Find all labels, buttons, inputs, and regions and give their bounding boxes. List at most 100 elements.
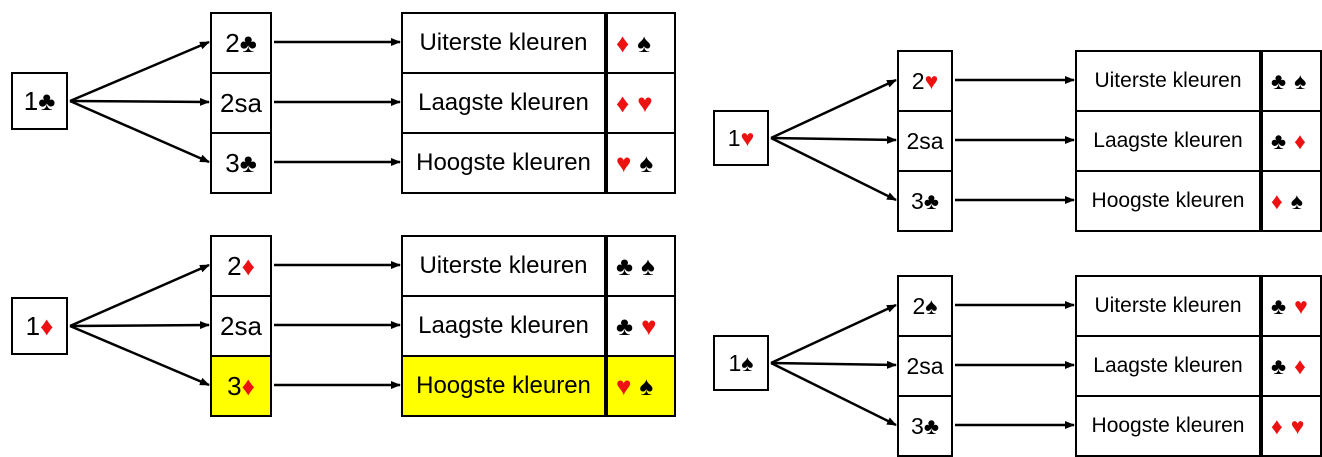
meaning-label: Laagste kleuren	[401, 72, 606, 134]
opening-bid-level: 1	[727, 124, 741, 151]
response-bid-spades-2: 3♣	[897, 395, 953, 457]
club-icon: ♣	[1271, 127, 1287, 154]
club-icon: ♣	[923, 187, 939, 214]
heart-icon: ♥	[637, 88, 653, 118]
response-bid-level: 2	[225, 27, 240, 58]
response-bid-hearts-0: 2♥	[897, 50, 953, 112]
arrow-opening-to-bid	[69, 99, 210, 164]
diamond-icon: ♦	[1294, 352, 1306, 379]
club-icon: ♣	[239, 28, 257, 58]
arrow-opening-to-bid	[770, 360, 897, 369]
heart-icon: ♥	[641, 311, 657, 341]
meaning-label: Hoogste kleuren	[1075, 170, 1261, 232]
response-bid-level: 2sa	[906, 127, 944, 154]
club-icon: ♣	[1271, 352, 1287, 379]
meaning-label: Laagste kleuren	[1075, 335, 1261, 397]
arrow-opening-to-bid	[69, 97, 210, 106]
heart-icon: ♥	[924, 67, 939, 94]
club-icon: ♣	[1271, 292, 1287, 319]
spade-icon: ♠	[639, 371, 654, 401]
meaning-label: Uiterste kleuren	[1075, 275, 1261, 337]
response-bid-level: 2sa	[220, 87, 262, 118]
response-bid-hearts-2: 3♣	[897, 170, 953, 232]
arrow-opening-to-bid	[69, 263, 210, 328]
club-icon: ♣	[239, 148, 257, 178]
response-bid-level: 2sa	[906, 352, 944, 379]
arrow-opening-to-bid	[770, 136, 897, 202]
meaning-label: Hoogste kleuren	[401, 355, 606, 417]
response-bid-diamonds-2: 3♦	[210, 355, 272, 417]
opening-bid-level: 1	[728, 349, 742, 376]
response-bid-clubs-2: 3♣	[210, 132, 272, 194]
response-bid-diamonds-1: 2sa	[210, 295, 272, 357]
club-icon: ♣	[1271, 67, 1287, 94]
arrow-opening-to-bid	[69, 40, 210, 103]
diamond-icon: ♦	[616, 28, 630, 58]
shown-suits: ♣♥	[1261, 275, 1322, 337]
spade-icon: ♠	[637, 28, 652, 58]
response-bid-level: 2sa	[220, 310, 262, 341]
shown-suits: ♦♥	[1261, 395, 1322, 457]
diamond-icon: ♦	[1294, 127, 1306, 154]
response-bid-diamonds-0: 2♦	[210, 235, 272, 297]
response-bid-level: 2	[227, 250, 242, 281]
meaning-label: Uiterste kleuren	[401, 235, 606, 297]
shown-suits: ♥♠	[606, 132, 676, 194]
club-icon: ♣	[616, 251, 634, 281]
arrow-opening-to-bid	[770, 361, 897, 427]
diamond-icon: ♦	[241, 371, 255, 401]
club-icon: ♣	[923, 412, 939, 439]
response-bid-clubs-0: 2♣	[210, 12, 272, 74]
response-bid-level: 2	[911, 67, 925, 94]
opening-bid-spades: 1♠	[713, 335, 769, 391]
spade-icon: ♠	[1294, 67, 1307, 94]
spade-icon: ♠	[1290, 187, 1303, 214]
heart-icon: ♥	[616, 148, 632, 178]
shown-suits: ♣♠	[1261, 50, 1322, 112]
opening-bid-clubs: 1♣	[11, 72, 68, 130]
spade-icon: ♠	[925, 292, 938, 319]
meaning-label: Laagste kleuren	[401, 295, 606, 357]
opening-bid-diamonds: 1♦	[11, 297, 68, 355]
diamond-icon: ♦	[40, 311, 54, 341]
shown-suits: ♣♦	[1261, 335, 1322, 397]
response-bid-level: 3	[911, 412, 924, 439]
opening-bid-hearts: 1♥	[713, 110, 769, 166]
response-bid-hearts-1: 2sa	[897, 110, 953, 172]
heart-icon: ♥	[616, 371, 632, 401]
shown-suits: ♣♦	[1261, 110, 1322, 172]
shown-suits: ♥♠	[606, 355, 676, 417]
shown-suits: ♣♥	[606, 295, 676, 357]
arrow-opening-to-bid	[770, 303, 897, 365]
response-bid-level: 3	[225, 147, 240, 178]
arrow-opening-to-bid	[770, 135, 897, 144]
response-bid-spades-1: 2sa	[897, 335, 953, 397]
heart-icon: ♥	[1294, 292, 1308, 319]
shown-suits: ♦♠	[1261, 170, 1322, 232]
response-bid-level: 3	[911, 187, 924, 214]
meaning-label: Uiterste kleuren	[1075, 50, 1261, 112]
response-bid-level: 3	[227, 370, 242, 401]
meaning-label: Uiterste kleuren	[401, 12, 606, 74]
diamond-icon: ♦	[1271, 187, 1283, 214]
club-icon: ♣	[616, 311, 634, 341]
shown-suits: ♣♠	[606, 235, 676, 297]
opening-bid-level: 1	[25, 310, 41, 341]
response-bid-spades-0: 2♠	[897, 275, 953, 337]
response-bid-clubs-1: 2sa	[210, 72, 272, 134]
spade-icon: ♠	[741, 349, 754, 376]
shown-suits: ♦♥	[606, 72, 676, 134]
spade-icon: ♠	[639, 148, 654, 178]
heart-icon: ♥	[1290, 412, 1305, 439]
arrow-opening-to-bid	[770, 78, 897, 140]
arrow-opening-to-bid	[69, 321, 210, 330]
response-bid-level: 2	[912, 292, 926, 319]
arrow-opening-to-bid	[69, 324, 210, 387]
diamond-icon: ♦	[241, 251, 255, 281]
club-icon: ♣	[38, 86, 56, 116]
spade-icon: ♠	[641, 251, 655, 281]
meaning-label: Hoogste kleuren	[401, 132, 606, 194]
meaning-label: Laagste kleuren	[1075, 110, 1261, 172]
meaning-label: Hoogste kleuren	[1075, 395, 1261, 457]
diamond-icon: ♦	[1271, 412, 1283, 439]
